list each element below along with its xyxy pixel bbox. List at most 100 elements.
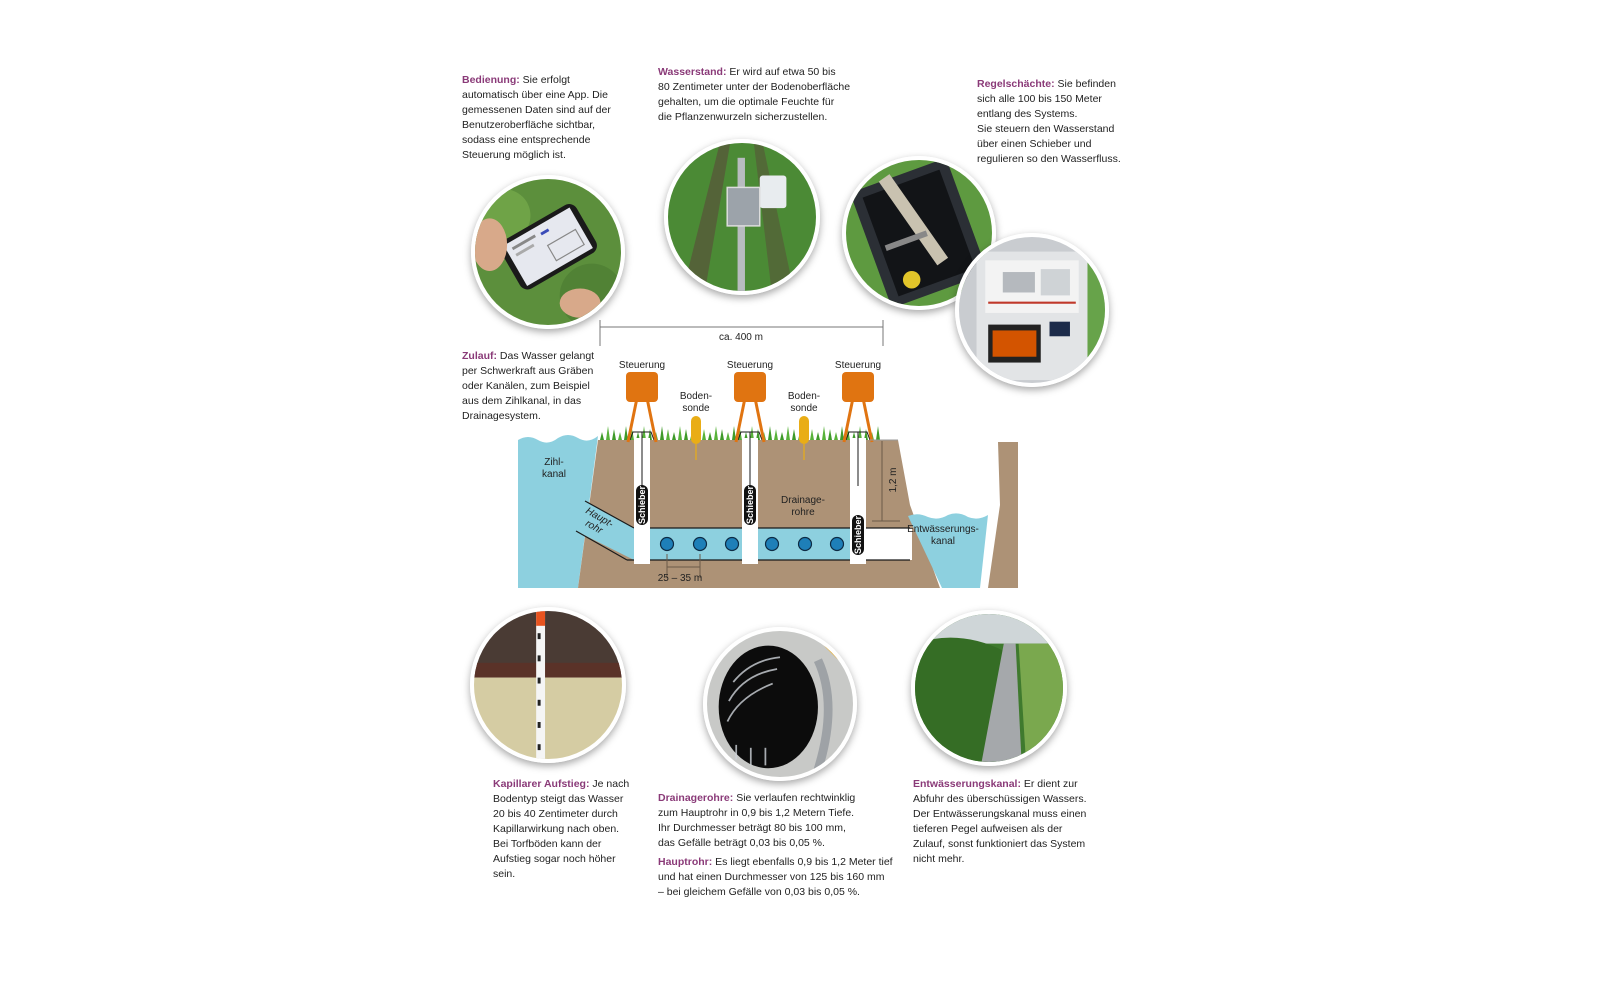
depth-label: 1,2 m bbox=[888, 467, 899, 492]
length-label: ca. 400 m bbox=[719, 332, 763, 343]
grass-blade bbox=[660, 426, 664, 440]
grass-blade bbox=[600, 432, 604, 440]
grass-blade bbox=[672, 432, 676, 440]
zihlkanal-label-1: Zihl- bbox=[544, 457, 563, 468]
caption-heading: Entwässerungskanal: bbox=[913, 778, 1021, 790]
schieber-label: Schieber bbox=[637, 486, 647, 525]
zihlkanal-water bbox=[518, 435, 598, 588]
grass-blade bbox=[720, 429, 724, 440]
grass-blade bbox=[876, 426, 880, 440]
steuerung-label: Steuerung bbox=[835, 360, 881, 371]
grass-blade bbox=[726, 432, 730, 440]
grass-blade bbox=[648, 429, 652, 440]
length-dimension: ca. 400 m bbox=[599, 320, 884, 346]
steuerung-label: Steuerung bbox=[619, 360, 665, 371]
control-shaft: Schieber Steuerung bbox=[619, 360, 665, 564]
photo-control-cabinet bbox=[955, 233, 1109, 387]
grass-blade bbox=[768, 426, 772, 440]
grass-blade bbox=[750, 426, 754, 440]
spacing-marker: 25 – 35 m bbox=[658, 554, 702, 584]
photo-control-shaft bbox=[842, 156, 996, 310]
grass-blade bbox=[840, 426, 844, 440]
probe-body bbox=[691, 416, 701, 444]
bodensonde-label-2: sonde bbox=[682, 403, 710, 414]
grass-blade bbox=[816, 432, 820, 440]
zihlkanal-label-2: kanal bbox=[542, 469, 566, 480]
grass-blade bbox=[684, 429, 688, 440]
grass-blade bbox=[774, 429, 778, 440]
caption-heading: Kapillarer Aufstieg: bbox=[493, 778, 590, 790]
grass-blade bbox=[780, 432, 784, 440]
photo-soil-profile bbox=[470, 607, 626, 763]
bodensonde: Boden-sonde bbox=[788, 391, 820, 460]
grass-blade bbox=[714, 426, 718, 440]
drainagerohre-label-1: Drainage- bbox=[781, 495, 825, 506]
drainage-pipes bbox=[659, 536, 845, 552]
schieber-gate bbox=[636, 485, 648, 525]
photo-drainage-ditch bbox=[911, 610, 1067, 766]
control-shafts: SchieberSteuerungSchieberSteuerungSchieb… bbox=[619, 360, 881, 564]
caption-heading: Wasserstand: bbox=[658, 66, 727, 78]
steuerung-box bbox=[626, 372, 658, 402]
grass-blade bbox=[864, 429, 868, 440]
controller-leg bbox=[753, 397, 766, 443]
grass-blade bbox=[606, 426, 610, 440]
probe-body bbox=[799, 416, 809, 444]
grass-blade bbox=[642, 426, 646, 440]
caption-heading: Bedienung: bbox=[462, 74, 520, 86]
grass-blade bbox=[708, 432, 712, 440]
grass-blade bbox=[612, 429, 616, 440]
photo-drainage-pipe bbox=[703, 627, 857, 781]
caption-heading: Hauptrohr: bbox=[658, 856, 713, 868]
grass-blade bbox=[822, 426, 826, 440]
controller-leg bbox=[734, 397, 747, 443]
controller-leg bbox=[626, 397, 639, 443]
controller-leg bbox=[645, 397, 658, 443]
depth-marker: 1,2 m bbox=[870, 439, 900, 522]
schieber-label: Schieber bbox=[853, 516, 863, 555]
caption-drainagerohre: Drainagerohre: Sie verlaufen rechtwinkli… bbox=[658, 792, 856, 849]
control-shaft: Schieber Steuerung bbox=[835, 360, 881, 564]
bodensonde-label-1: Boden- bbox=[788, 391, 820, 402]
caption-heading: Zulauf: bbox=[462, 350, 497, 362]
soil-body bbox=[578, 440, 940, 588]
grass-blade bbox=[756, 429, 760, 440]
grass-blade bbox=[666, 429, 670, 440]
drainage-pipe-circle bbox=[764, 536, 780, 552]
grass-blade bbox=[786, 426, 790, 440]
schieber-gate bbox=[744, 485, 756, 525]
grass-blade bbox=[810, 429, 814, 440]
drainagerohre-label-2: rohre bbox=[791, 507, 815, 518]
entwaesserungskanal-label-1: Entwässerungs- bbox=[907, 524, 979, 535]
drainage-pipe-circle bbox=[692, 536, 708, 552]
caption-zulauf: Zulauf: Das Wasser gelangt per Schwerkra… bbox=[462, 350, 595, 422]
steuerung-box bbox=[842, 372, 874, 402]
caption-wasserstand: Wasserstand: Er wird auf etwa 50 bis 80 … bbox=[658, 66, 851, 123]
bodensonde: Boden-sonde bbox=[680, 391, 712, 460]
steuerung-label: Steuerung bbox=[727, 360, 773, 371]
bodensonde-label-1: Boden- bbox=[680, 391, 712, 402]
caption-heading: Regelschächte: bbox=[977, 78, 1055, 90]
caption-hauptrohr: Hauptrohr: Es liegt ebenfalls 0,9 bis 1,… bbox=[658, 856, 893, 898]
caption-regelschaechte: Regelschächte: Sie befinden sich alle 10… bbox=[977, 78, 1121, 165]
caption-kapillarer-aufstieg: Kapillarer Aufstieg: Je nach Bodentyp st… bbox=[493, 778, 630, 880]
grass-blade bbox=[618, 432, 622, 440]
photo-smartphone-app bbox=[471, 175, 625, 329]
drainage-pipe-circle bbox=[829, 536, 845, 552]
drainage-pipe-circle bbox=[724, 536, 740, 552]
controller-leg bbox=[842, 397, 855, 443]
right-bank bbox=[988, 442, 1018, 588]
schieber-gate bbox=[852, 515, 864, 555]
entwaesserungskanal-label-2: kanal bbox=[931, 536, 955, 547]
hauptrohr-pipe bbox=[576, 501, 634, 560]
drainage-pipe-circle bbox=[797, 536, 813, 552]
grass-blade bbox=[702, 429, 706, 440]
grass-blade bbox=[732, 426, 736, 440]
grass-blade bbox=[834, 432, 838, 440]
grass-blade bbox=[828, 429, 832, 440]
caption-heading: Drainagerohre: bbox=[658, 792, 734, 804]
bodensonde-label-2: sonde bbox=[790, 403, 818, 414]
grass-blade bbox=[624, 426, 628, 440]
